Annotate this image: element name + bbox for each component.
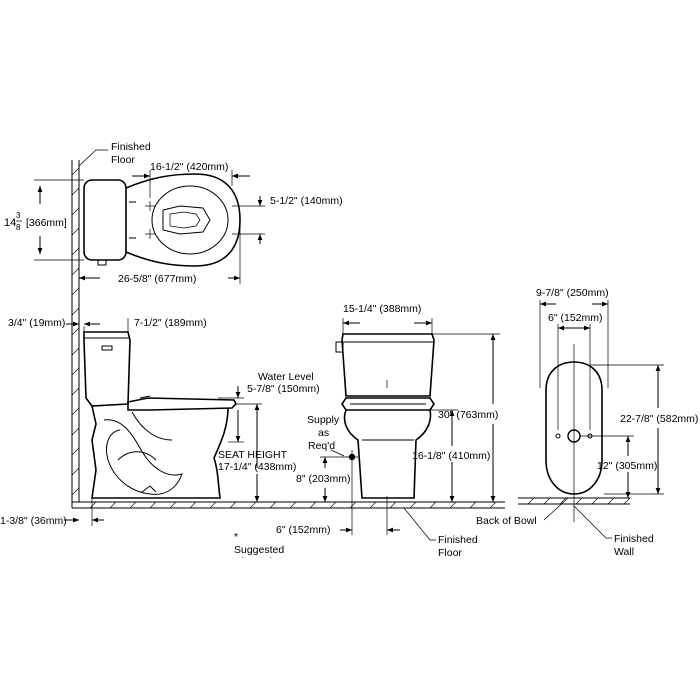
inner-bowl-plan bbox=[162, 205, 211, 235]
finished-wall-label-2: Wall bbox=[614, 546, 634, 558]
plan-depth-den: 8 bbox=[16, 223, 21, 232]
tank-offset-label: 3/4" (19mm) bbox=[8, 317, 65, 329]
side-view-toilet bbox=[83, 331, 237, 499]
supply-offset-dimension: 6" (152mm) bbox=[276, 496, 400, 536]
tank-side bbox=[83, 331, 131, 407]
bowl-height-dimension: 16-1/8" (410mm) bbox=[412, 409, 490, 502]
wall-gap-dimension: 1-3/8" (36mm) bbox=[0, 498, 104, 527]
bowl-side bbox=[91, 405, 229, 499]
finished-wall-label-1: Finished bbox=[614, 533, 654, 545]
overall-length-dimension: 26-5/8" (677mm) bbox=[79, 222, 241, 285]
finished-floor-bottom-label-2: Floor bbox=[438, 547, 462, 559]
supply-label-2: as bbox=[318, 427, 329, 439]
top-view-toilet bbox=[83, 173, 241, 267]
trapway-side bbox=[103, 419, 183, 495]
back-height-dimension: 22-7/8" (582mm) bbox=[590, 364, 698, 495]
wall-gap-label: 1-3/8" (36mm) bbox=[0, 515, 67, 527]
back-view-toilet bbox=[545, 344, 603, 522]
plan-depth-dimension: 14 3 8 [366mm] bbox=[4, 179, 84, 261]
finished-floor-line bbox=[72, 501, 505, 509]
tank-handle-plan bbox=[97, 259, 107, 266]
wall-hatching bbox=[71, 167, 80, 496]
finished-floor-top-leader bbox=[78, 149, 108, 167]
overall-height-dimension: 30" (763mm) bbox=[432, 333, 500, 502]
water-level-label-1: Water Level bbox=[258, 371, 314, 383]
tank-depth-dimension: 7-1/2" (189mm) bbox=[66, 317, 207, 334]
plan-depth-mm: [366mm] bbox=[26, 217, 67, 229]
bowl-height-label: 16-1/8" (410mm) bbox=[412, 450, 490, 462]
supply-offset-label: 6" (152mm) bbox=[276, 524, 331, 536]
finished-floor-bottom-label-1: Finished bbox=[438, 534, 478, 546]
finished-wall-leader bbox=[573, 505, 612, 539]
tank-lever-front bbox=[335, 341, 344, 353]
back-supply-height-dimension: 12" (305mm) bbox=[580, 435, 657, 498]
tank-plan bbox=[83, 179, 127, 261]
bolt-hole-top bbox=[145, 201, 155, 211]
seat-rim-plan bbox=[151, 185, 229, 255]
bowl-plan bbox=[125, 173, 241, 267]
finished-floor-bottom-leader bbox=[403, 507, 436, 541]
hole-spacing-label: 5-1/2" (140mm) bbox=[270, 195, 343, 207]
finished-floor-top-label-2: Floor bbox=[111, 154, 135, 166]
back-outline bbox=[545, 361, 603, 495]
bowl-front bbox=[343, 409, 432, 499]
front-width-label: 15-1/4" (388mm) bbox=[343, 303, 421, 315]
suggested-mark: * bbox=[234, 531, 238, 543]
tank-depth-label: 7-1/2" (189mm) bbox=[134, 317, 207, 329]
seat-side bbox=[127, 397, 237, 411]
back-of-bowl-label: Back of Bowl bbox=[476, 515, 537, 527]
tank-front bbox=[341, 333, 435, 397]
back-tank-width-label: 9-7/8" (250mm) bbox=[536, 287, 609, 299]
hole-spacing-dimension: 5-1/2" (140mm) bbox=[232, 195, 343, 244]
supply-dimension: Supply as Req'd 8" (203mm) bbox=[296, 414, 358, 535]
seat-height-dimension: SEAT HEIGHT 17-1/4" (438mm) bbox=[218, 403, 296, 502]
back-height-label: 22-7/8" (582mm) bbox=[620, 413, 698, 425]
plan-depth-whole: 14 bbox=[4, 217, 16, 229]
suggested-label-1: Suggested bbox=[234, 544, 284, 556]
supply-label-3: Req'd bbox=[308, 440, 335, 452]
seat-height-label-2: 17-1/4" (438mm) bbox=[218, 461, 296, 473]
supply-height-label: 8" (203mm) bbox=[296, 473, 351, 485]
finished-floor-top-label-1: Finished bbox=[111, 141, 151, 153]
water-level-dimension: Water Level 5-7/8" (150mm) bbox=[218, 371, 320, 443]
tank-handle-side bbox=[101, 345, 113, 351]
drain-plan bbox=[169, 211, 201, 229]
back-inner-width-dimension: 6" (152mm) bbox=[548, 312, 603, 430]
overall-height-label: 30" (763mm) bbox=[438, 409, 498, 421]
seat-height-label-1: SEAT HEIGHT bbox=[218, 449, 288, 461]
back-tank-width-dimension: 9-7/8" (250mm) bbox=[536, 287, 609, 388]
finished-wall bbox=[71, 160, 80, 508]
plan-depth-num: 3 bbox=[16, 211, 21, 220]
floor-hatching bbox=[89, 501, 497, 509]
water-level-label-2: 5-7/8" (150mm) bbox=[247, 383, 320, 395]
front-view-toilet bbox=[335, 333, 435, 499]
top-width-label: 16-1/2" (420mm) bbox=[150, 161, 228, 173]
top-width-dimension: 16-1/2" (420mm) bbox=[132, 161, 250, 198]
front-width-dimension: 15-1/4" (388mm) bbox=[342, 303, 433, 334]
back-inner-width-label: 6" (152mm) bbox=[548, 312, 603, 324]
back-supply-height-label: 12" (305mm) bbox=[597, 460, 657, 472]
supply-label-1: Supply bbox=[307, 414, 340, 426]
back-of-bowl-leader bbox=[543, 497, 569, 521]
bolt-hole-bottom bbox=[145, 229, 155, 239]
overall-length-label: 26-5/8" (677mm) bbox=[118, 273, 196, 285]
